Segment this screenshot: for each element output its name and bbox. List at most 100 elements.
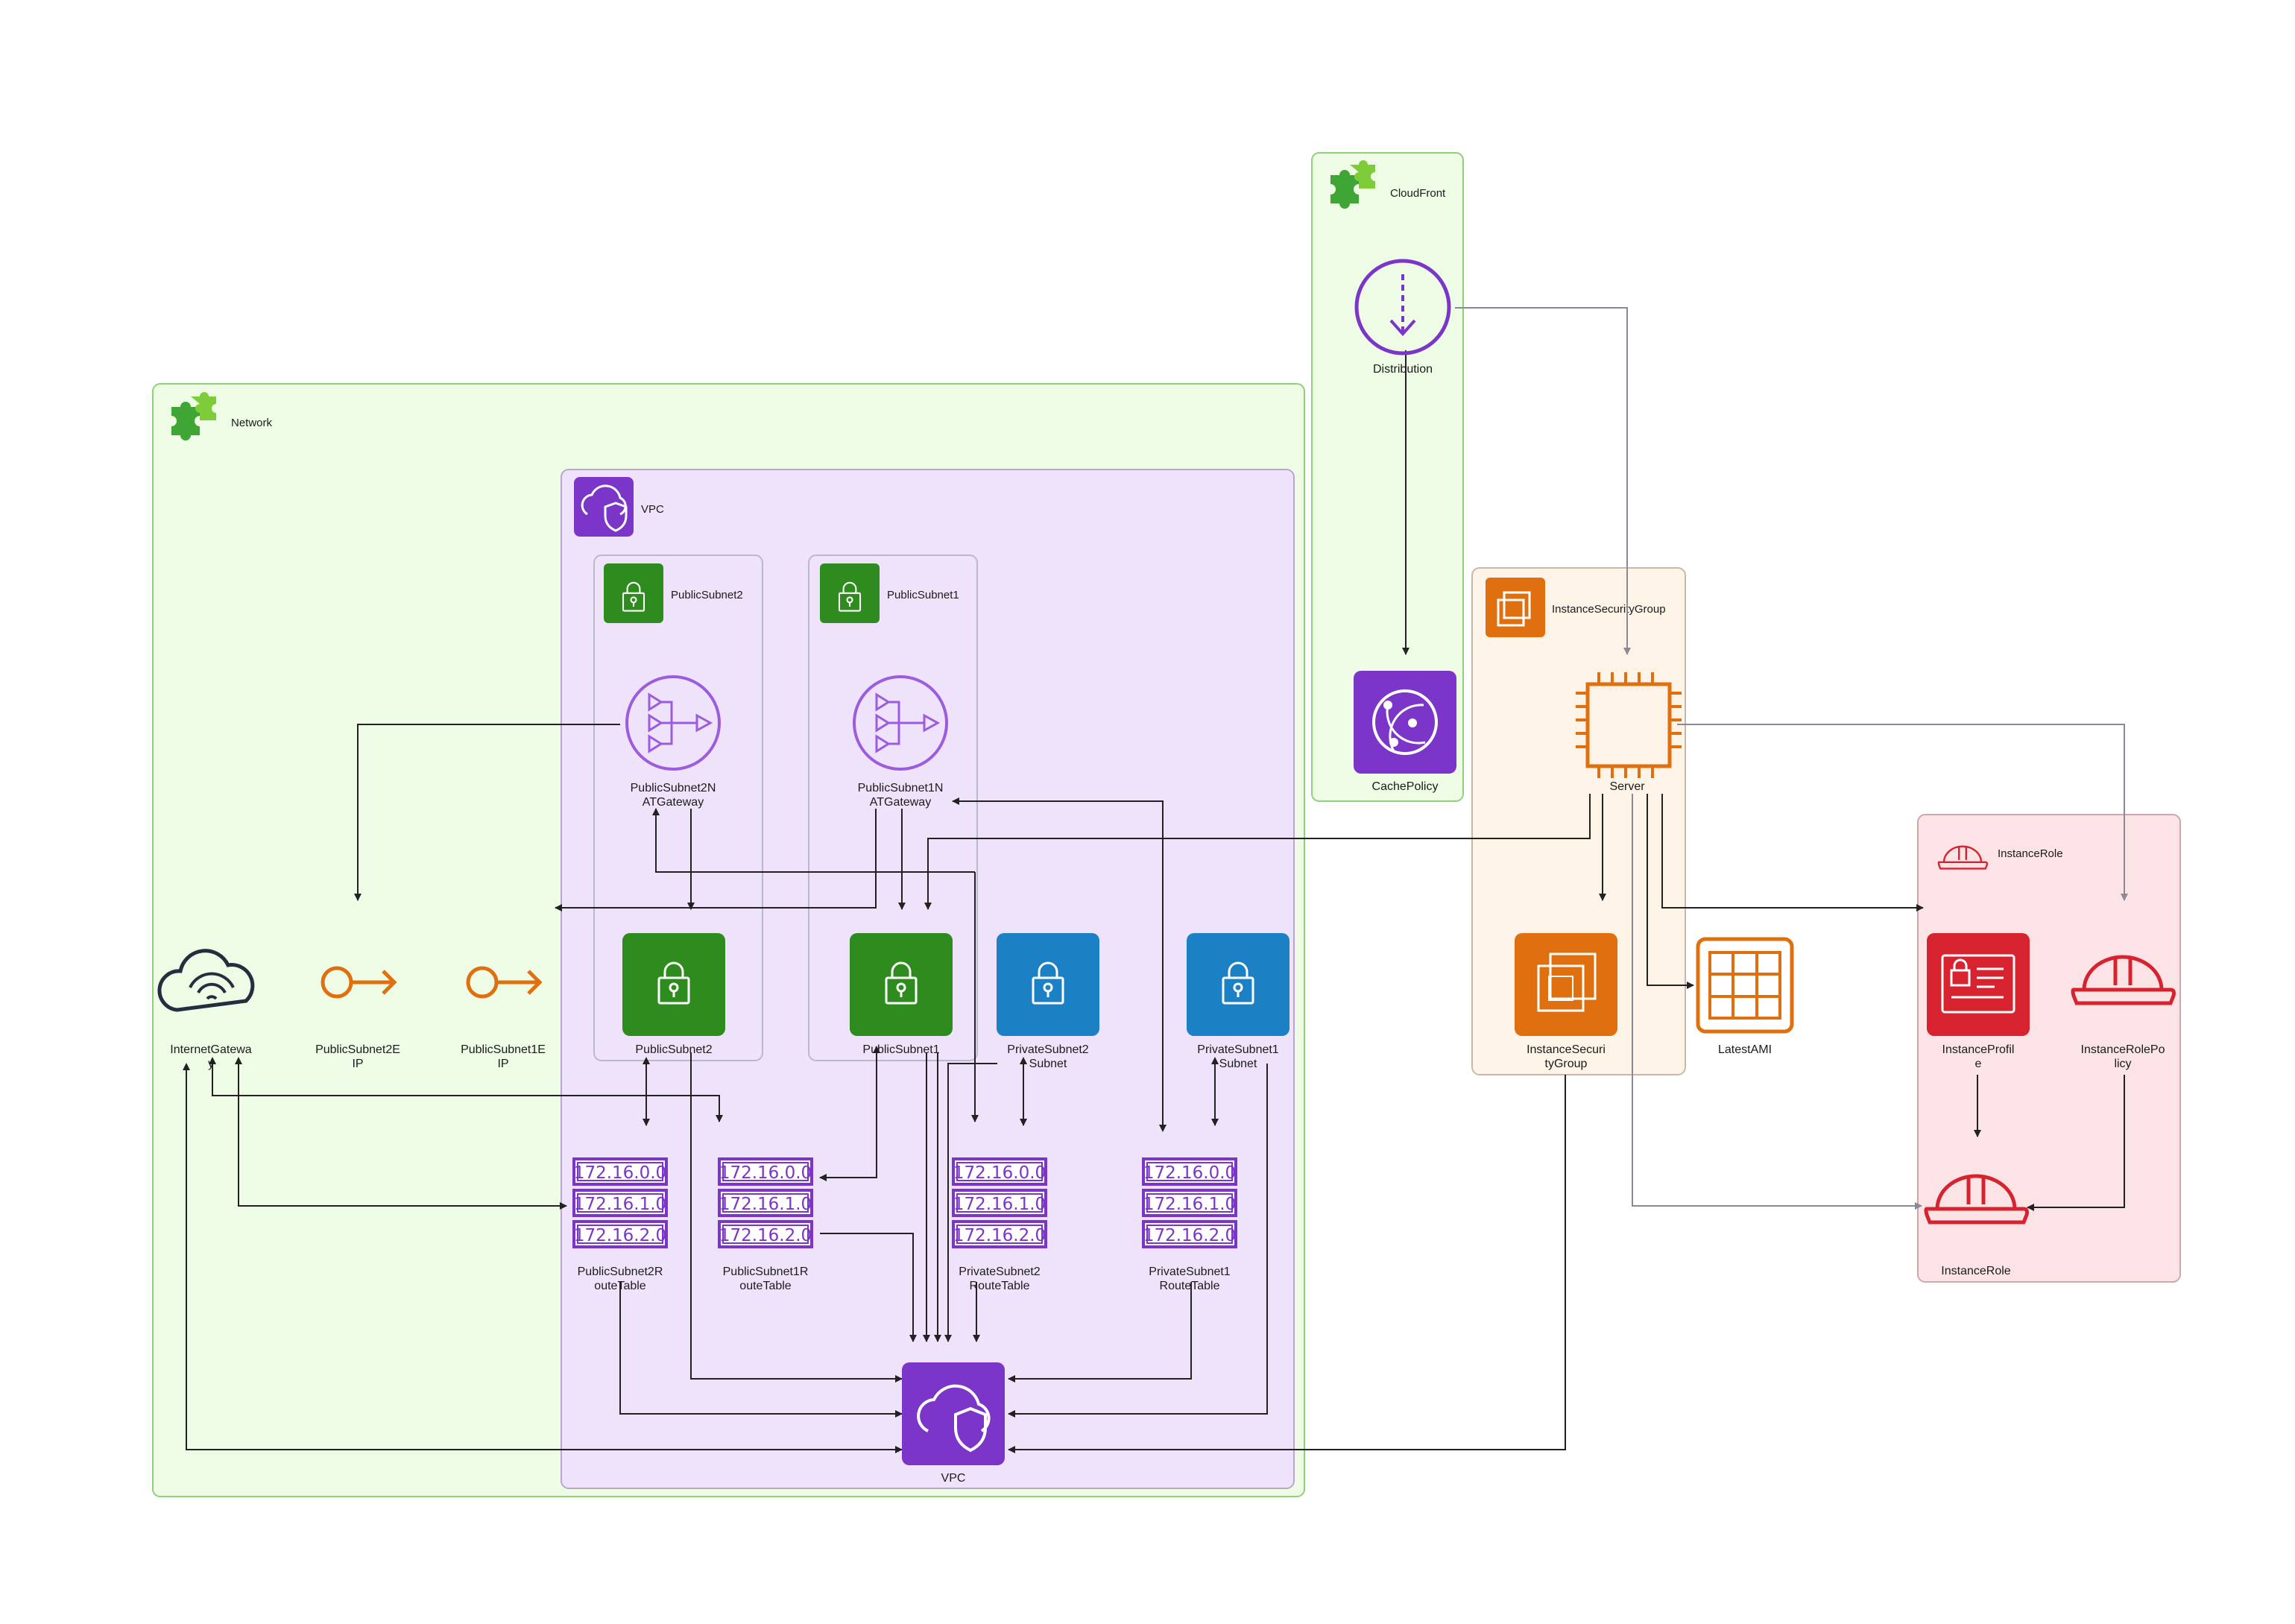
instance-security-group-node[interactable]: InstanceSecuri tyGroup (1515, 933, 1617, 1070)
private-subnet1-label-1: PrivateSubnet1 (1197, 1043, 1279, 1056)
instance-role-label: InstanceRole (1941, 1265, 2010, 1277)
private-subnet2-label-1: PrivateSubnet2 (1007, 1043, 1089, 1056)
internet-gateway-label-1: InternetGatewa (170, 1043, 252, 1056)
edge-ps2-vpc (690, 1052, 903, 1383)
security-group-icon (1515, 933, 1617, 1036)
private-subnet2-route-table-node[interactable]: 172.16.0.0 172.16.1.0 172.16.2.0 Private… (952, 1157, 1047, 1292)
edge-nat1-privatert (652, 808, 975, 873)
public-subnet2-route-table-node[interactable]: 172.16.0.0 172.16.1.0 172.16.2.0 PublicS… (572, 1157, 668, 1292)
instance-role-node[interactable]: InstanceRole (1926, 1176, 2027, 1277)
connectors (183, 307, 2128, 1453)
edge-prv1rt-vpc (1008, 1282, 1192, 1383)
instance-security-group-label-2: tyGroup (1545, 1058, 1588, 1070)
edge-server-publicsubnet1 (924, 794, 1591, 910)
rt1-cidr-2: 172.16.2.0 (719, 1226, 812, 1245)
vpc-group-label: VPC (641, 503, 664, 516)
private-subnet1-rt-label-2: RouteTable (1160, 1280, 1220, 1292)
edge-ps2rt-vpc (619, 1282, 903, 1418)
public-subnet2-nat-label-2: ATGateway (643, 796, 704, 809)
public-subnet2-eip-label-1: PublicSubnet2E (315, 1043, 400, 1056)
private-subnet1-node[interactable]: PrivateSubnet1 Subnet (1187, 933, 1289, 1070)
instance-profile-label-2: e (1975, 1058, 1982, 1070)
internet-gateway-cloud-icon (157, 949, 255, 1012)
edge-ps1rt-vpc (820, 1233, 917, 1342)
latest-ami-label: LatestAMI (1718, 1043, 1772, 1056)
edge-prv1-vpc (1008, 1064, 1268, 1418)
distribution-label: Distribution (1373, 363, 1433, 376)
instance-profile-icon (1927, 933, 2030, 1036)
public-subnet1-nat-label-1: PublicSubnet1N (858, 782, 944, 794)
server-node[interactable]: Server (1576, 672, 1682, 793)
public-subnet1-node[interactable]: PublicSubnet1 (850, 933, 953, 1056)
edge-nat1-private1rt (952, 797, 1167, 1132)
server-label: Server (1609, 780, 1645, 793)
edge-nat1-vpcedge (555, 809, 877, 911)
public-subnet2-rt-label-1: PublicSubnet2R (578, 1266, 663, 1278)
instance-role-policy-node[interactable]: InstanceRolePo licy (2073, 957, 2174, 1070)
ami-grid-icon (1696, 937, 1794, 1034)
edge-prv2-vpc (944, 1063, 997, 1342)
network-group-label: Network (231, 417, 273, 429)
public-subnet1-rt-label-2: outeTable (739, 1280, 791, 1292)
public-subnet1-eip-node[interactable]: PublicSubnet1E IP (461, 968, 546, 1070)
prt2-cidr-1: 172.16.1.0 (953, 1195, 1046, 1214)
cloudfront-group-label: CloudFront (1390, 187, 1446, 200)
public-subnet2-node[interactable]: PublicSubnet2 (622, 933, 725, 1056)
cloudfront-group: CloudFront (1311, 152, 1464, 802)
public-subnet2-rt-label-2: outeTable (594, 1280, 645, 1292)
internet-gateway-node[interactable]: InternetGatewa y (157, 949, 255, 1070)
public-subnet1-rt-label-1: PublicSubnet1R (723, 1266, 809, 1278)
public-subnet2-group-lock-icon (604, 563, 663, 623)
vpc-node-label: VPC (941, 1472, 966, 1485)
private-subnet1-label-2: Subnet (1219, 1058, 1257, 1070)
public-subnet2-group: PublicSubnet2 (593, 555, 763, 1061)
prt2-cidr-0: 172.16.0.0 (953, 1163, 1046, 1183)
prt1-cidr-1: 172.16.1.0 (1143, 1195, 1236, 1214)
cache-policy-label: CachePolicy (1372, 780, 1439, 793)
latest-ami-node[interactable]: LatestAMI (1696, 937, 1794, 1056)
public-subnet1-group-label: PublicSubnet1 (887, 589, 959, 601)
public-subnet1-eip-label-1: PublicSubnet1E (461, 1043, 546, 1056)
private-subnet1-route-table-node[interactable]: 172.16.0.0 172.16.1.0 172.16.2.0 Private… (1142, 1157, 1237, 1292)
instance-role-policy-label-1: InstanceRolePo (2081, 1043, 2165, 1056)
rt2-cidr-2: 172.16.2.0 (574, 1226, 666, 1245)
public-subnet2-group-label: PublicSubnet2 (671, 589, 743, 601)
public-subnet1-nat-label-2: ATGateway (870, 796, 931, 809)
edge-nat2-eip2 (354, 724, 620, 901)
public-subnet2-nat-node[interactable]: PublicSubnet2N ATGateway (625, 675, 721, 809)
public-subnet2-nat-label-1: PublicSubnet2N (631, 782, 716, 794)
public-subnet1-route-table-node[interactable]: 172.16.0.0 172.16.1.0 172.16.2.0 PublicS… (718, 1157, 813, 1292)
public-subnet2-label: PublicSubnet2 (635, 1043, 712, 1056)
vpc-node[interactable]: VPC (902, 1362, 1005, 1485)
instance-profile-node[interactable]: InstanceProfil e (1927, 933, 2030, 1070)
edge-server-instancerole (1632, 794, 1922, 1210)
cache-policy-node[interactable]: CachePolicy (1354, 671, 1456, 793)
instance-security-group-label-1: InstanceSecuri (1527, 1043, 1606, 1056)
private-subnet2-node[interactable]: PrivateSubnet2 Subnet (997, 933, 1099, 1070)
prt2-cidr-2: 172.16.2.0 (953, 1226, 1046, 1245)
public-subnet2-eip-node[interactable]: PublicSubnet2E IP (315, 968, 400, 1070)
edge-securitygroup-vpc (1008, 1075, 1566, 1453)
vpc-cloud-shield-icon (574, 477, 634, 537)
public-subnet1-nat-node[interactable]: PublicSubnet1N ATGateway (853, 675, 948, 809)
instance-profile-label-1: InstanceProfil (1942, 1043, 2015, 1056)
cloudfront-distribution-icon (1354, 259, 1451, 356)
cloudfront-cache-policy-icon (1354, 671, 1456, 774)
instance-role-group-label: InstanceRole (1998, 847, 2063, 860)
rt2-cidr-0: 172.16.0.0 (574, 1163, 666, 1183)
edge-igw-vpc (183, 1063, 903, 1453)
private-subnet2-label-2: Subnet (1029, 1058, 1067, 1070)
prt1-cidr-2: 172.16.2.0 (1143, 1226, 1236, 1245)
security-group-small-icon (1486, 578, 1545, 637)
edge-distribution-server (1455, 307, 1631, 655)
instance-role-policy-label-2: licy (2114, 1058, 2131, 1070)
public-subnet1-group-lock-icon (820, 563, 880, 623)
internet-gateway-label-2: y (208, 1058, 214, 1070)
distribution-node[interactable]: Distribution (1354, 259, 1451, 376)
edge-server-latestami (1647, 794, 1694, 989)
rt1-cidr-0: 172.16.0.0 (719, 1163, 812, 1183)
private-subnet1-rt-label-1: PrivateSubnet1 (1149, 1266, 1231, 1278)
public-subnet2-eip-label-2: IP (352, 1058, 363, 1070)
public-subnet1-label: PublicSubnet1 (862, 1043, 939, 1056)
